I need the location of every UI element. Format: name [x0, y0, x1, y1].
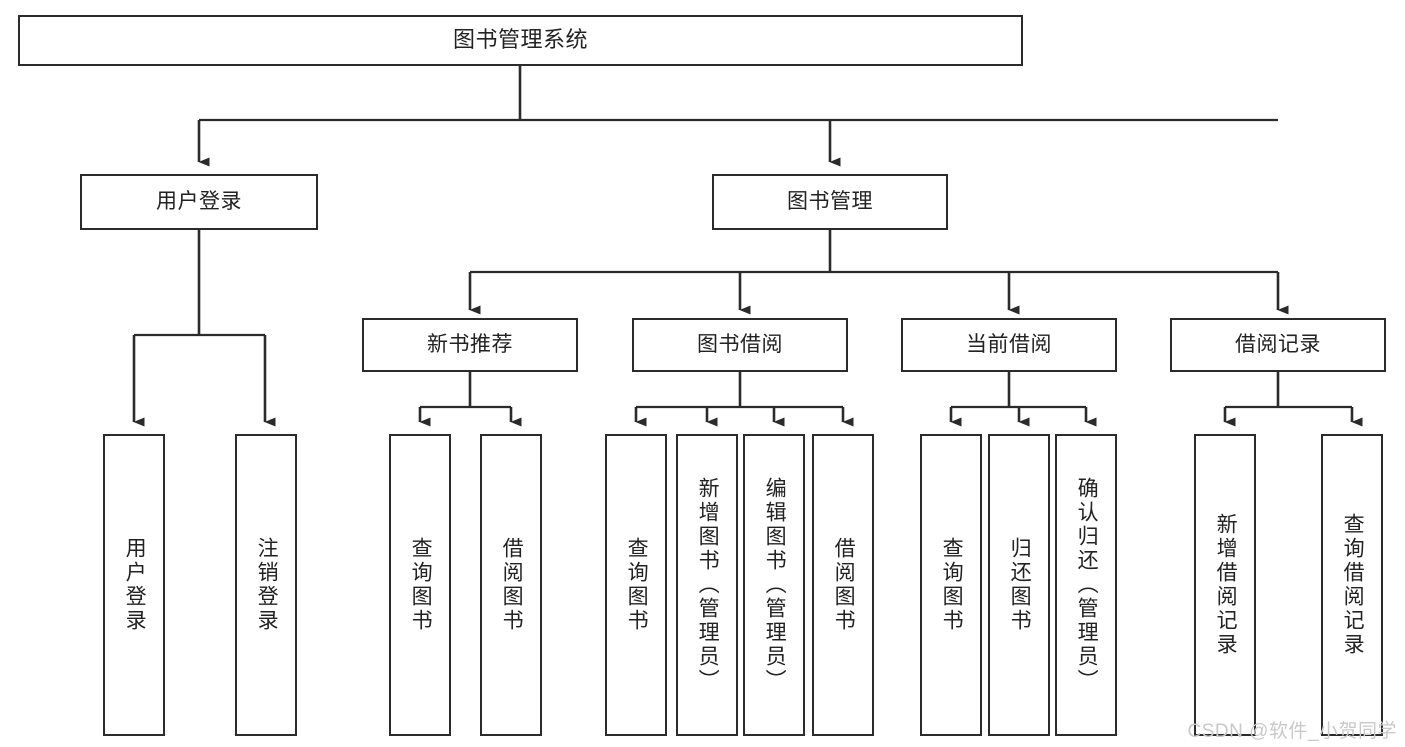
node-label: 用户登录 — [156, 190, 242, 214]
node-label: 当前借阅 — [966, 333, 1052, 357]
node-label: 查询图书 — [625, 537, 649, 633]
node-label: 查询借阅记录 — [1341, 513, 1365, 657]
leaf-logout[interactable]: 注销登录 — [235, 434, 297, 736]
node-label: 查询图书 — [409, 537, 433, 633]
connector-user-login-to-leaves — [132, 230, 276, 427]
node-current-borrowing[interactable]: 当前借阅 — [901, 318, 1117, 372]
node-new-book-recommendation[interactable]: 新书推荐 — [362, 318, 578, 372]
leaf-query-borrowing-record[interactable]: 查询借阅记录 — [1321, 434, 1383, 736]
leaf-add-borrowing-record[interactable]: 新增借阅记录 — [1194, 434, 1256, 736]
leaf-query-book-new-recommendation[interactable]: 查询图书 — [389, 434, 451, 736]
node-label: 确认归还（管理员） — [1075, 477, 1099, 693]
node-label: 查询图书 — [940, 537, 964, 633]
connector-new-book-to-leaves — [418, 372, 522, 427]
node-label: 借阅记录 — [1235, 333, 1321, 357]
node-label: 编辑图书（管理员） — [763, 477, 787, 693]
connector-book-borrow-to-leaves — [634, 372, 854, 427]
node-label: 归还图书 — [1008, 537, 1032, 633]
node-label: 新增图书（管理员） — [696, 477, 720, 693]
leaf-borrow-book-borrowing[interactable]: 借阅图书 — [812, 434, 874, 736]
leaf-borrow-book-new-recommendation[interactable]: 借阅图书 — [480, 434, 542, 736]
leaf-return-book[interactable]: 归还图书 — [988, 434, 1050, 736]
leaf-add-book-admin[interactable]: 新增图书（管理员） — [676, 434, 738, 736]
node-label: 图书借阅 — [697, 333, 783, 357]
node-label: 借阅图书 — [500, 537, 524, 633]
leaf-query-book-current[interactable]: 查询图书 — [920, 434, 982, 736]
node-label: 新增借阅记录 — [1214, 513, 1238, 657]
node-book-management[interactable]: 图书管理 — [712, 174, 948, 230]
node-label: 图书管理 — [787, 190, 873, 214]
node-label: 借阅图书 — [832, 537, 856, 633]
leaf-confirm-return-admin[interactable]: 确认归还（管理员） — [1055, 434, 1117, 736]
node-user-login[interactable]: 用户登录 — [80, 174, 318, 230]
node-label: 注销登录 — [255, 537, 279, 633]
leaf-user-login[interactable]: 用户登录 — [103, 434, 165, 736]
leaf-edit-book-admin[interactable]: 编辑图书（管理员） — [743, 434, 805, 736]
leaf-query-book-borrowing[interactable]: 查询图书 — [605, 434, 667, 736]
node-root-book-management-system[interactable]: 图书管理系统 — [18, 15, 1023, 66]
node-label: 用户登录 — [123, 537, 147, 633]
connector-borrow-record-to-leaves — [1223, 372, 1363, 427]
connector-current-borrow-to-leaves — [949, 372, 1097, 427]
connector-root-to-level2 — [197, 66, 1278, 167]
node-label: 图书管理系统 — [452, 27, 588, 53]
connector-book-mgmt-to-level3 — [468, 230, 1289, 315]
node-label: 新书推荐 — [427, 333, 513, 357]
node-borrowing-records[interactable]: 借阅记录 — [1170, 318, 1386, 372]
node-book-borrowing[interactable]: 图书借阅 — [632, 318, 848, 372]
